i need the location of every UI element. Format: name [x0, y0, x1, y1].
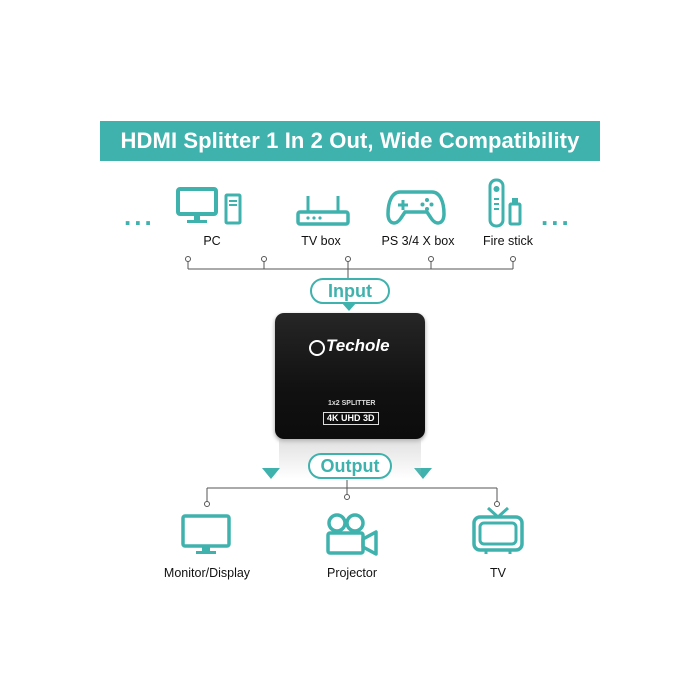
more-right-ellipsis: ... — [541, 201, 572, 231]
output-arrow-left-icon — [262, 468, 280, 479]
source-label-firestick: Fire stick — [483, 234, 533, 248]
output-label-monitor: Monitor/Display — [163, 566, 251, 580]
output-pill: Output — [308, 453, 392, 479]
source-label-tvbox: TV box — [301, 234, 341, 248]
hdmi-splitter-device — [275, 313, 425, 439]
gamepad-icon — [386, 190, 446, 225]
monitor-icon — [181, 514, 231, 554]
output-label-projector: Projector — [326, 566, 378, 580]
tv-icon — [472, 506, 524, 554]
title-banner — [100, 121, 600, 161]
device-spec-badge: 4K UHD 3D — [323, 412, 379, 425]
source-label-pc: PC — [203, 234, 221, 248]
device-brand: Techole — [326, 336, 390, 355]
remote-stick-icon — [488, 178, 522, 228]
source-label-console: PS 3/4 X box — [381, 234, 455, 248]
router-icon — [296, 196, 350, 226]
page-title: HDMI Splitter 1 In 2 Out, Wide Compatibi… — [120, 128, 580, 153]
brand-logo-icon — [309, 340, 325, 356]
projector-icon — [326, 513, 378, 556]
input-pill: Input — [310, 278, 390, 304]
device-model-text: 1x2 SPLITTER — [328, 400, 376, 407]
pc-icon — [176, 187, 242, 225]
output-label-tv: TV — [490, 566, 506, 580]
more-left-ellipsis: ... — [124, 201, 155, 231]
